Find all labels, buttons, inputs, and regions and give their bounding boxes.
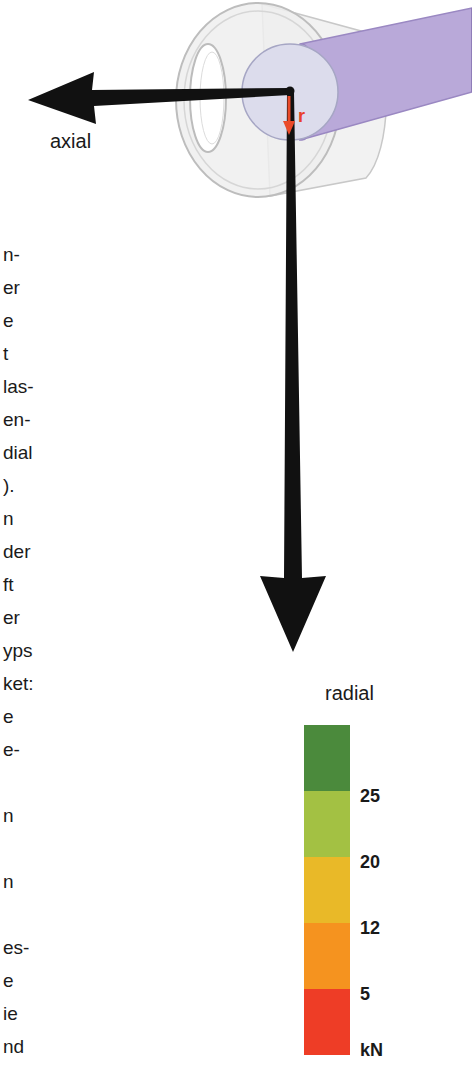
center-point bbox=[286, 87, 295, 96]
text-fragment: dial bbox=[3, 442, 33, 464]
scale-segment bbox=[304, 791, 350, 857]
unit-label: kN bbox=[360, 1040, 383, 1061]
text-fragment: e bbox=[3, 706, 14, 728]
scale-value: 12 bbox=[360, 918, 380, 939]
text-fragment: n bbox=[3, 508, 14, 530]
text-fragment: las- bbox=[3, 376, 34, 398]
text-fragment: ie bbox=[3, 1003, 18, 1025]
text-fragment: ). bbox=[3, 475, 15, 497]
axial-arrow bbox=[28, 72, 290, 124]
text-fragment: t bbox=[3, 343, 8, 365]
text-fragment: en- bbox=[3, 409, 30, 431]
text-fragment: nd bbox=[3, 1036, 24, 1058]
text-fragment: e- bbox=[3, 739, 20, 761]
shaft bbox=[242, 8, 472, 140]
text-fragment: n bbox=[3, 805, 14, 827]
text-fragment: ket: bbox=[3, 673, 34, 695]
arrow-label: axial bbox=[50, 130, 91, 153]
text-fragment: e bbox=[3, 970, 14, 992]
text-fragment: yps bbox=[3, 640, 33, 662]
scale-value: 20 bbox=[360, 852, 380, 873]
text-fragment: er bbox=[3, 607, 20, 629]
text-fragment: er bbox=[3, 277, 20, 299]
text-fragment: n- bbox=[3, 244, 20, 266]
scale-segment bbox=[304, 857, 350, 923]
arrow-label: radial bbox=[325, 682, 374, 705]
text-fragment: e bbox=[3, 310, 14, 332]
text-fragment: der bbox=[3, 541, 30, 563]
shaft-edge bbox=[471, 8, 472, 92]
vector-label: r bbox=[298, 106, 305, 127]
radial-arrow bbox=[260, 92, 326, 652]
scale-segment bbox=[304, 989, 350, 1055]
r-arrow-head bbox=[283, 121, 295, 135]
scale-segment bbox=[304, 923, 350, 989]
r-arrow-shaft bbox=[288, 96, 291, 122]
text-fragment: n bbox=[3, 871, 14, 893]
scale-value: 25 bbox=[360, 786, 380, 807]
scale-segment bbox=[304, 725, 350, 791]
text-fragment: ft bbox=[3, 574, 14, 596]
scale-value: 5 bbox=[360, 984, 370, 1005]
color-scale bbox=[304, 725, 350, 1055]
text-fragment: es- bbox=[3, 937, 29, 959]
